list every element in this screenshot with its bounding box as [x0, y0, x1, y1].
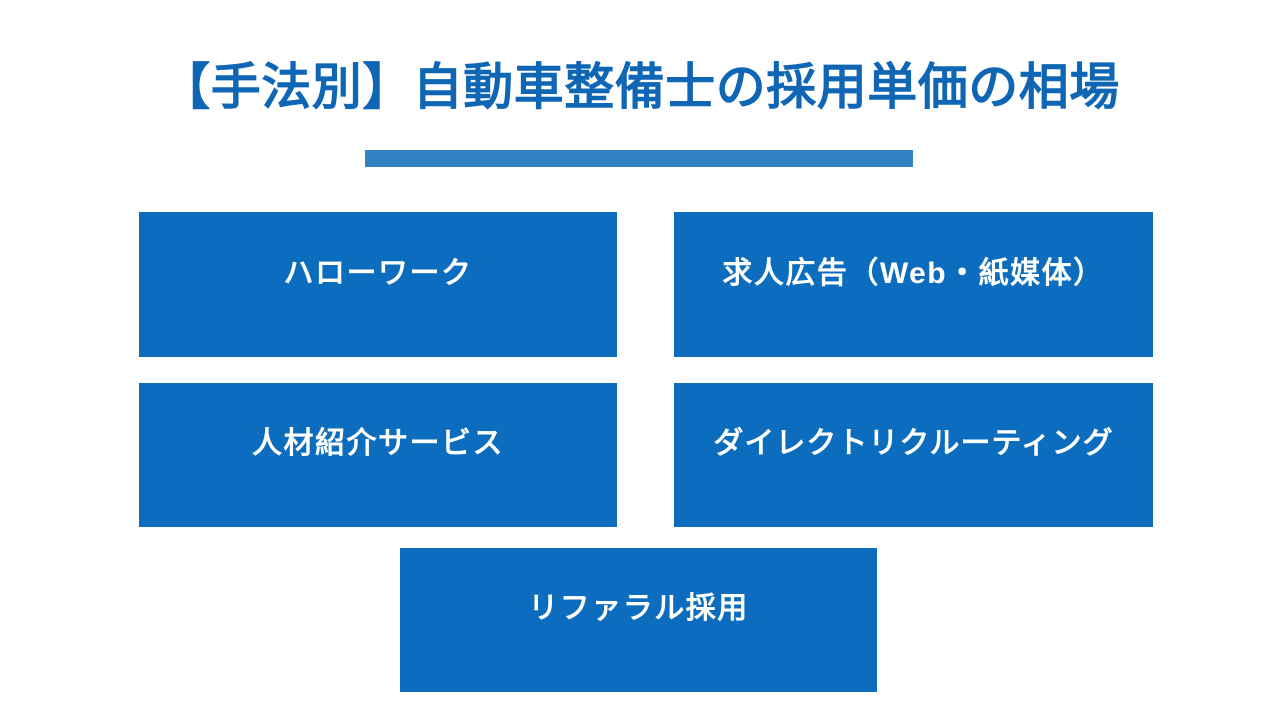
method-box-label: ハローワーク	[283, 256, 473, 290]
method-box-direct-recruiting[interactable]: ダイレクトリクルーティング	[674, 383, 1153, 527]
method-box-referral-hiring[interactable]: リファラル採用	[400, 548, 877, 692]
method-box-recruitment-agency[interactable]: 人材紹介サービス	[139, 383, 617, 527]
title-accent-bar	[365, 150, 913, 167]
page-title: 【手法別】自動車整備士の採用単価の相場	[160, 59, 1120, 115]
method-box-label: 人材紹介サービス	[252, 427, 504, 460]
method-box-job-advertisement[interactable]: 求人広告（Web・紙媒体）	[674, 212, 1153, 357]
method-box-label: ダイレクトリクルーティング	[713, 427, 1114, 460]
method-box-hellowork[interactable]: ハローワーク	[139, 212, 617, 357]
method-box-label: リファラル採用	[528, 592, 749, 625]
method-box-label: 求人広告（Web・紙媒体）	[722, 256, 1105, 290]
